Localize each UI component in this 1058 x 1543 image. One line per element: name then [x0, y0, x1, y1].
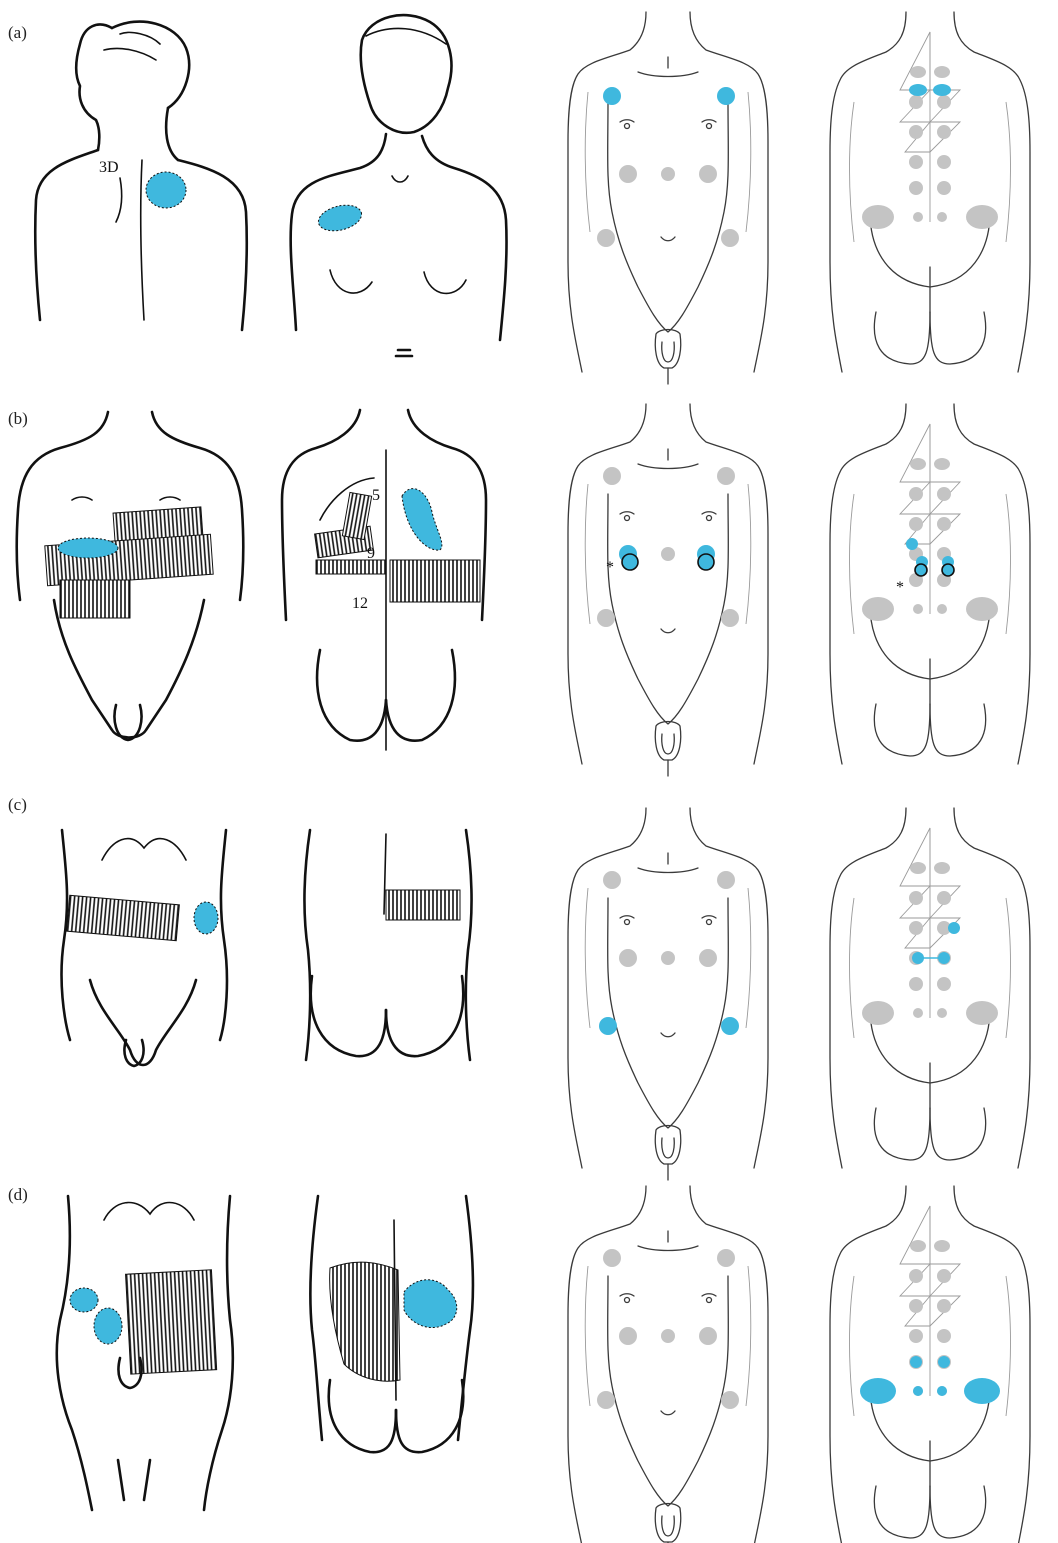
trigger-point-a-ant-right: [717, 87, 735, 105]
panel-d: (d): [8, 1185, 1030, 1543]
trigger-point-c-ant-left: [599, 1017, 617, 1035]
pain-area-d-front-2: [94, 1308, 122, 1344]
panel-a-sketch-front: [291, 15, 507, 356]
trigger-point-a-post-left: [909, 84, 927, 96]
panel-b-sketch-front: [17, 412, 244, 740]
panel-b-sketch-back: 5 9 12: [282, 410, 486, 750]
pain-area-c-front: [194, 902, 218, 934]
panel-c-sketch-back: [304, 830, 471, 1060]
trigger-point-b-post-right: [942, 564, 954, 576]
trigger-point-b-ant-left: [622, 554, 638, 570]
level-label-3d: 3D: [99, 159, 119, 176]
pain-area-d-front-1: [70, 1288, 98, 1312]
panel-d-posterior-map: [830, 1186, 1030, 1543]
panel-label-c: (c): [8, 795, 27, 814]
trigger-point-b-ant-right: [698, 554, 714, 570]
pain-area-d-back: [404, 1280, 457, 1328]
panel-label-a: (a): [8, 23, 27, 42]
panel-a-sketch-back: 3D: [35, 22, 247, 330]
level-label-5: 5: [372, 487, 380, 504]
trigger-point-a-ant-left: [603, 87, 621, 105]
panel-c: (c): [8, 795, 1030, 1180]
trigger-point-d-post-right: [964, 1378, 1000, 1404]
trigger-point-c-ant-right: [721, 1017, 739, 1035]
pain-area-a-front: [316, 201, 364, 235]
panel-b: (b) 5 9 12: [8, 404, 1030, 776]
panel-c-anterior-map: [568, 808, 768, 1180]
trigger-point-a-post-right: [933, 84, 951, 96]
panel-a-posterior-map: [830, 12, 1030, 372]
trigger-point-d-post-left: [860, 1378, 896, 1404]
panel-c-posterior-map: [830, 808, 1030, 1168]
asterisk-b-post: *: [896, 579, 904, 596]
panel-d-sketch-back: [310, 1196, 473, 1452]
panel-a: (a) 3D: [8, 12, 1030, 384]
panel-label-b: (b): [8, 409, 28, 428]
panel-b-posterior-map: *: [830, 404, 1030, 764]
panel-b-anterior-map: *: [568, 404, 768, 776]
pain-area-a-back: [146, 172, 186, 208]
level-label-12: 12: [352, 595, 368, 612]
panel-d-sketch-front: [57, 1196, 233, 1510]
asterisk-b-ant: *: [606, 559, 614, 576]
panel-c-sketch-front: [62, 830, 227, 1066]
trigger-point-b-post-left: [915, 564, 927, 576]
panel-d-anterior-map: [568, 1186, 768, 1543]
level-label-9: 9: [367, 545, 375, 562]
pain-area-b-back: [402, 489, 442, 551]
panel-label-d: (d): [8, 1185, 28, 1204]
pain-area-b-front: [58, 538, 118, 558]
panel-a-anterior-map: [568, 12, 768, 384]
